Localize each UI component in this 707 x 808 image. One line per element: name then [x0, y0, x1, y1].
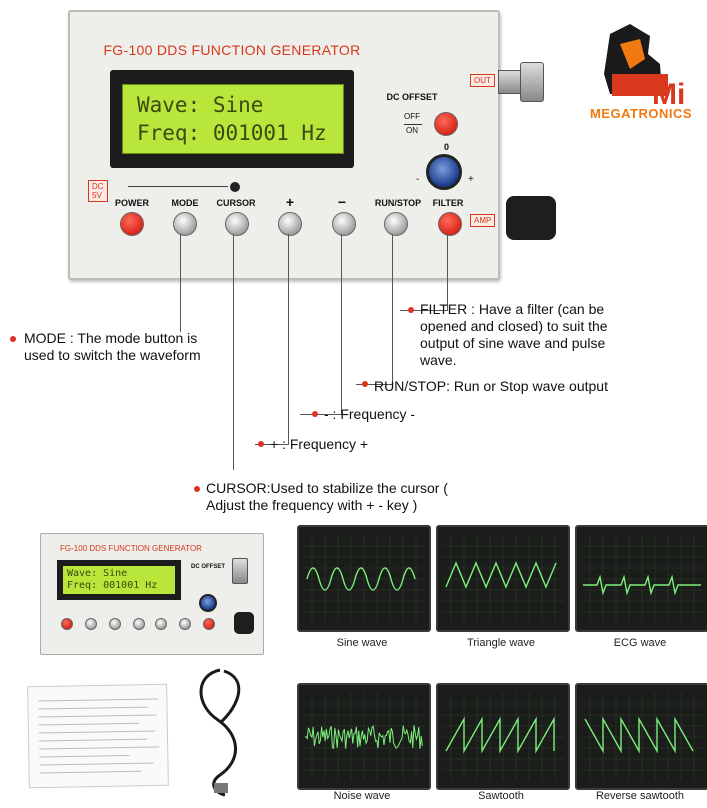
filter-callout: FILTER : Have a filter (can be opened an… [420, 301, 608, 368]
cursor-label: CURSOR [216, 198, 256, 208]
knob-plus-label: + [468, 174, 474, 185]
small-bnc-connector [232, 558, 248, 584]
scope-reverse-sawtooth [575, 683, 707, 790]
mode-button[interactable] [173, 212, 197, 236]
scope-sine [297, 525, 431, 632]
small-mode-button [85, 618, 97, 630]
dc-offset-label: DC OFFSET [386, 92, 438, 102]
filter-button[interactable] [438, 212, 462, 236]
power-label: POWER [114, 198, 149, 208]
mode-label: MODE [171, 198, 199, 208]
power-button[interactable] [120, 212, 144, 236]
scope-sawtooth [436, 683, 570, 790]
power-led [230, 182, 240, 192]
plus-button[interactable] [278, 212, 302, 236]
small-cursor-button [109, 618, 121, 630]
small-lcd-line1: Wave: Sine [67, 568, 128, 579]
caption-sawtooth: Sawtooth [478, 790, 524, 802]
scope-ecg [575, 525, 707, 632]
plus-label: + [285, 194, 295, 210]
small-minus-button [155, 618, 167, 630]
logo-mark: Mi [652, 78, 685, 111]
bnc-connector-body [520, 62, 544, 102]
usb-cable-image [199, 668, 241, 797]
caption-noise: Noise wave [333, 790, 391, 802]
caption-triangle: Triangle wave [466, 637, 536, 649]
run-stop-button[interactable] [384, 212, 408, 236]
logo-name: MEGATRONICS [590, 106, 693, 121]
caption-sine: Sine wave [336, 637, 388, 649]
function-generator-device: FG-100 DDS FUNCTION GENERATOR Wave: Sine… [68, 10, 500, 280]
filter-label: FILTER [432, 198, 464, 208]
mode-callout: MODE : The mode button is used to switch… [24, 330, 201, 363]
small-run-stop-button [179, 618, 191, 630]
amp-tag: AMP [470, 214, 496, 227]
run-stop-callout: RUN/STOP: Run or Stop wave output [374, 378, 608, 394]
scope-noise [297, 683, 431, 790]
minus-label: − [337, 194, 347, 210]
user-manual-image [27, 683, 169, 789]
minus-callout: - : Frequency - [324, 406, 416, 422]
lcd-wave-line: Wave: Sine [137, 93, 264, 117]
small-plus-button [133, 618, 145, 630]
dc-power-tag: DC 5V [88, 180, 108, 202]
small-amplitude-knob [234, 612, 254, 634]
megatronics-logo: Mi MEGATRONICS [590, 14, 700, 124]
lcd-freq-line: Freq: 001001 Hz [137, 121, 327, 145]
offset-off-label: OFF [404, 112, 420, 121]
cursor-callout: CURSOR:Used to stabilize the cursor ( Ad… [206, 480, 448, 513]
small-lcd-line2: Freq: 001001 Hz [67, 580, 158, 591]
small-power-button [61, 618, 73, 630]
small-dc-offset-label: DC OFFSET [191, 564, 225, 570]
caption-reverse-sawtooth: Reverse sawtooth [595, 790, 685, 802]
offset-knob[interactable] [426, 154, 462, 190]
amplitude-knob[interactable] [506, 196, 556, 240]
dc-offset-toggle-button[interactable] [434, 112, 458, 136]
scope-triangle [436, 525, 570, 632]
bnc-connector [498, 70, 522, 94]
run-stop-label: RUN/STOP [374, 198, 422, 208]
knob-zero-label: 0 [444, 142, 450, 152]
plus-callout: + : Frequency + [270, 436, 369, 452]
device-title: FG-100 DDS FUNCTION GENERATOR [103, 42, 361, 58]
small-offset-knob [199, 594, 217, 612]
offset-on-label: ON [406, 126, 418, 135]
caption-ecg: ECG wave [613, 637, 667, 649]
lcd-bezel: Wave: Sine Freq: 001001 Hz [110, 70, 354, 168]
knob-minus-label: - [416, 174, 420, 185]
small-device-title: FG-100 DDS FUNCTION GENERATOR [60, 544, 202, 553]
small-filter-button [203, 618, 215, 630]
lcd-display: Wave: Sine Freq: 001001 Hz [122, 84, 344, 154]
small-device-photo: FG-100 DDS FUNCTION GENERATOR Wave: Sine… [40, 533, 264, 655]
out-tag: OUT [470, 74, 495, 87]
minus-button[interactable] [332, 212, 356, 236]
cursor-button[interactable] [225, 212, 249, 236]
